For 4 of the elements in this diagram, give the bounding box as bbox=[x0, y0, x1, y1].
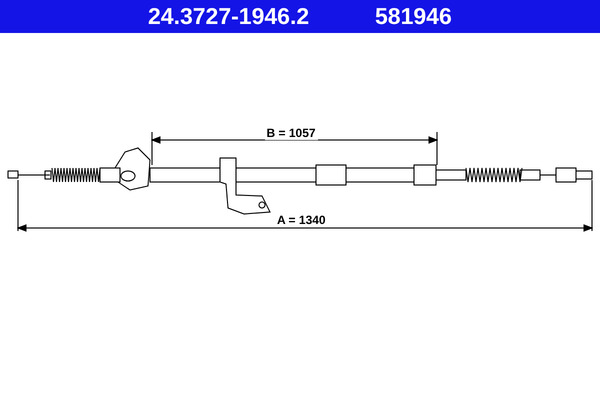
dimension-label: A = 1340 bbox=[275, 213, 328, 227]
part-number: 24.3727-1946.2 bbox=[148, 3, 310, 30]
reference-number: 581946 bbox=[375, 3, 452, 30]
dimension-label: B = 1057 bbox=[264, 126, 318, 140]
